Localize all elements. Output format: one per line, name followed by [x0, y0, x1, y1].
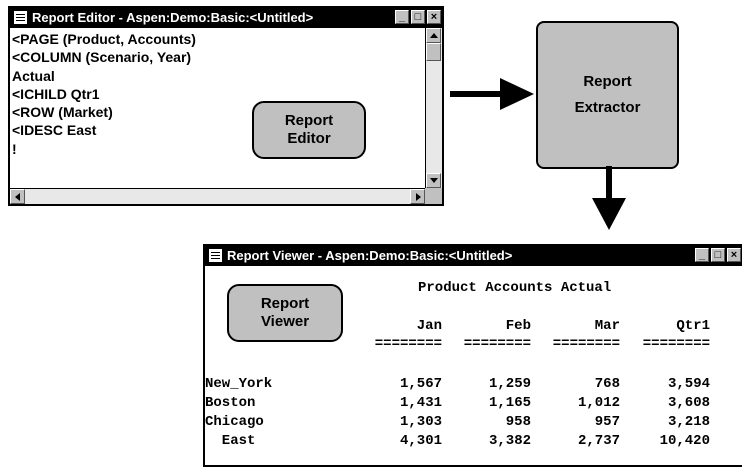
editor-line: <COLUMN (Scenario, Year)	[12, 49, 192, 66]
cell: 1,431	[399, 395, 442, 411]
cell: 1,012	[577, 395, 620, 411]
cell: 1,259	[488, 376, 531, 392]
document-icon	[208, 248, 223, 264]
editor-line: !	[12, 140, 17, 157]
maximize-button[interactable]: □	[711, 248, 725, 262]
editor-vertical-scrollbar[interactable]	[425, 28, 442, 188]
document-icon	[13, 10, 28, 26]
maximize-button[interactable]: □	[411, 10, 425, 24]
extractor-label-line2: Extractor	[574, 99, 641, 116]
cell: 1,567	[399, 376, 442, 392]
cell: 1,303	[399, 414, 442, 430]
viewer-titlebar[interactable]: Report Viewer - Aspen:Demo:Basic:<Untitl…	[205, 246, 742, 266]
editor-titlebar[interactable]: Report Editor - Aspen:Demo:Basic:<Untitl…	[10, 8, 442, 28]
cell: 3,382	[488, 433, 531, 449]
viewer-title: Report Viewer - Aspen:Demo:Basic:<Untitl…	[227, 248, 513, 263]
row-label: Chicago	[205, 414, 264, 430]
minimize-button[interactable]: _	[395, 10, 409, 24]
separator: ========	[552, 336, 620, 352]
editor-line: <ROW (Market)	[12, 104, 113, 121]
cell: 768	[594, 376, 620, 392]
viewer-label-line1: Report	[260, 295, 310, 312]
editor-title: Report Editor - Aspen:Demo:Basic:<Untitl…	[32, 10, 314, 25]
separator: ========	[374, 336, 442, 352]
row-label: New_York	[205, 376, 273, 392]
report-viewer-window: Report Viewer - Aspen:Demo:Basic:<Untitl…	[203, 244, 742, 467]
viewer-label-line2: Viewer	[260, 313, 310, 330]
scroll-up-button[interactable]	[426, 28, 441, 43]
separator: ========	[642, 336, 710, 352]
extractor-label-line1: Report	[583, 73, 632, 90]
report-editor-window: Report Editor - Aspen:Demo:Basic:<Untitl…	[8, 6, 444, 206]
row-label: Boston	[205, 395, 256, 411]
cell: 957	[594, 414, 620, 430]
scroll-left-button[interactable]	[10, 189, 25, 204]
cell: 4,301	[399, 433, 442, 449]
arrow-extractor-to-viewer	[592, 166, 626, 230]
report-editor-label: Report Editor	[252, 101, 366, 159]
editor-line: Actual	[12, 67, 55, 84]
scroll-corner	[425, 188, 442, 204]
arrow-up-icon	[430, 33, 438, 38]
editor-line: <ICHILD Qtr1	[12, 85, 100, 102]
cell: 958	[505, 414, 531, 430]
column-header-qtr1: Qtr1	[676, 318, 710, 334]
cell: 2,737	[577, 433, 620, 449]
editor-line: <PAGE (Product, Accounts)	[12, 31, 196, 47]
separator: ========	[463, 336, 531, 352]
arrow-left-icon	[15, 193, 20, 201]
editor-label-line2: Editor	[287, 130, 331, 147]
cell: 3,594	[667, 376, 710, 392]
editor-text-area[interactable]: <PAGE (Product, Accounts) <COLUMN (Scena…	[12, 30, 196, 158]
column-header-mar: Mar	[594, 318, 620, 334]
minimize-button[interactable]: _	[695, 248, 709, 262]
scroll-right-button[interactable]	[410, 189, 425, 204]
column-header-feb: Feb	[505, 318, 531, 334]
report-header: Product Accounts Actual	[418, 280, 612, 296]
column-header-jan: Jan	[416, 318, 442, 334]
scroll-thumb[interactable]	[426, 43, 441, 61]
scroll-down-button[interactable]	[426, 173, 441, 188]
editor-label-line1: Report	[284, 112, 334, 129]
close-button[interactable]: ×	[727, 248, 741, 262]
cell: 10,420	[659, 433, 710, 449]
arrow-right-icon	[416, 193, 421, 201]
cell: 3,218	[667, 414, 710, 430]
row-label: East	[205, 433, 256, 449]
close-button[interactable]: ×	[427, 10, 441, 24]
arrow-editor-to-extractor	[450, 78, 534, 110]
report-viewer-label: Report Viewer	[227, 284, 343, 342]
editor-horizontal-scrollbar[interactable]	[10, 188, 425, 204]
report-extractor-box: Report Extractor	[536, 21, 679, 169]
arrow-down-icon	[430, 178, 438, 183]
cell: 3,608	[667, 395, 710, 411]
editor-line: <IDESC East	[12, 122, 97, 139]
cell: 1,165	[488, 395, 531, 411]
